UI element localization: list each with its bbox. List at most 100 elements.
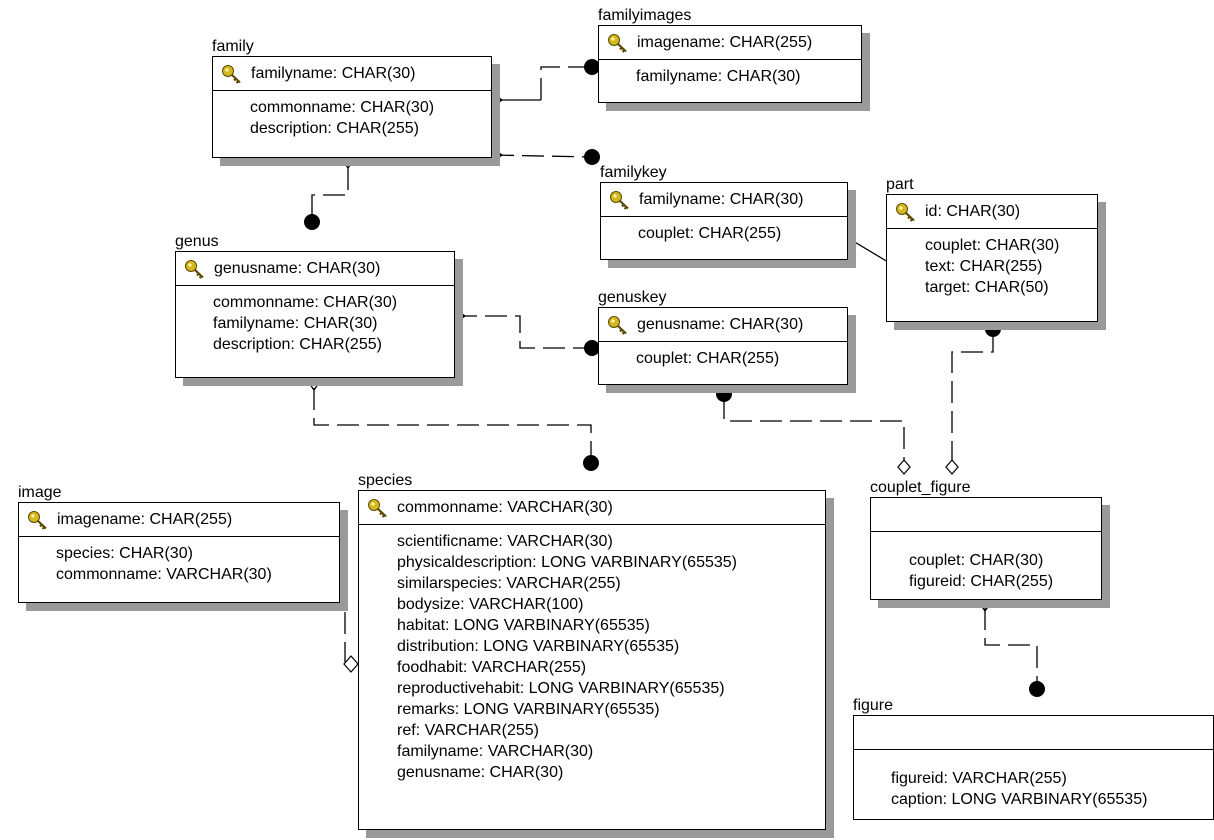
- crowfoot-genus-species: [306, 379, 322, 392]
- dot-species: [583, 455, 599, 471]
- attribute-list: couplet: CHAR(255): [599, 342, 847, 369]
- attribute-row: ref: VARCHAR(255): [397, 722, 539, 739]
- entity-box: genusname: CHAR(30) commonname: CHAR(30)…: [175, 251, 455, 378]
- primary-key-row: [854, 716, 1213, 750]
- crowfoot-genus-genuskey: [454, 308, 467, 324]
- rel-familykey-part: [847, 237, 889, 263]
- entity-title: family: [212, 38, 254, 55]
- attribute-list: couplet: CHAR(255): [601, 217, 847, 244]
- primary-key-row: familyname: CHAR(30): [601, 183, 847, 217]
- primary-key-row: imagename: CHAR(255): [599, 26, 861, 60]
- rel-genus-species: [313, 388, 592, 455]
- entity-title: figure: [853, 697, 894, 714]
- attribute-list: familyname: CHAR(30): [599, 60, 861, 87]
- attribute-row: commonname: VARCHAR(30): [56, 566, 272, 583]
- entity-title: genuskey: [598, 289, 667, 306]
- attribute-row: reproductivehabit: LONG VARBINARY(65535): [397, 680, 725, 697]
- primary-key-label: imagename: CHAR(255): [637, 34, 813, 51]
- primary-key-label: id: CHAR(30): [925, 203, 1021, 220]
- attribute-row: target: CHAR(50): [925, 279, 1049, 296]
- attribute-row: habitat: LONG VARBINARY(65535): [397, 617, 650, 634]
- attribute-row: bodysize: VARCHAR(100): [397, 596, 584, 613]
- rel-genuskey-couplet-figure: [723, 397, 905, 460]
- entity-box: id: CHAR(30) couplet: CHAR(30) text: CHA…: [886, 194, 1098, 322]
- entity-box: familyname: CHAR(30) couplet: CHAR(255): [600, 182, 848, 260]
- attribute-list: figureid: VARCHAR(255) caption: LONG VAR…: [854, 750, 1213, 810]
- crowfoot-family-familyimages: [491, 92, 541, 108]
- attribute-row: familyname: CHAR(30): [636, 68, 801, 85]
- attribute-row: physicaldescription: LONG VARBINARY(6553…: [397, 554, 737, 571]
- primary-key-row: id: CHAR(30): [887, 195, 1097, 229]
- attribute-row: familyname: VARCHAR(30): [397, 743, 594, 760]
- key-icon: [896, 203, 915, 222]
- entity-box: imagename: CHAR(255) species: CHAR(30) c…: [18, 502, 340, 603]
- entity-title: genus: [175, 233, 219, 250]
- key-icon: [610, 191, 629, 210]
- attribute-row: foodhabit: VARCHAR(255): [397, 659, 587, 676]
- attribute-row: genusname: CHAR(30): [397, 764, 564, 781]
- attribute-row: commonname: CHAR(30): [250, 99, 435, 116]
- primary-key-label: genusname: CHAR(30): [214, 260, 381, 277]
- entity-box: commonname: VARCHAR(30) scientificname: …: [358, 490, 826, 830]
- rel-family-familykey: [491, 154, 593, 158]
- primary-key-row: genusname: CHAR(30): [599, 308, 847, 342]
- attribute-row: couplet: CHAR(255): [638, 225, 782, 242]
- primary-key-row: [871, 498, 1101, 532]
- rel-family-familyimages: [540, 66, 592, 100]
- primary-key-label: familyname: CHAR(30): [251, 65, 416, 82]
- attribute-row: couplet: CHAR(255): [636, 350, 780, 367]
- attribute-row: figureid: VARCHAR(255): [891, 770, 1067, 787]
- crowfoot-family-genus: [340, 157, 356, 170]
- attribute-row: caption: LONG VARBINARY(65535): [891, 791, 1148, 808]
- attribute-row: similarspecies: VARCHAR(255): [397, 575, 621, 592]
- diamond-part-couplet-figure: [945, 459, 959, 475]
- attribute-row: text: CHAR(255): [925, 258, 1043, 275]
- crowfoot-family-familykey: [491, 147, 504, 163]
- primary-key-row: imagename: CHAR(255): [19, 503, 339, 537]
- attribute-list: couplet: CHAR(30) figureid: CHAR(255): [871, 532, 1101, 592]
- primary-key-label: genusname: CHAR(30): [637, 316, 804, 333]
- entity-title: species: [358, 472, 413, 489]
- primary-key-row: genusname: CHAR(30): [176, 252, 454, 286]
- entity-box: couplet: CHAR(30) figureid: CHAR(255): [870, 497, 1102, 600]
- key-icon: [608, 34, 627, 53]
- entity-box: genusname: CHAR(30) couplet: CHAR(255): [598, 307, 848, 385]
- entity-title: familykey: [600, 164, 667, 181]
- key-icon: [368, 499, 387, 518]
- attribute-row: scientificname: VARCHAR(30): [397, 533, 613, 550]
- crowfoot-couplet-figure-figure: [977, 600, 993, 613]
- attribute-list: commonname: CHAR(30) familyname: CHAR(30…: [176, 286, 454, 355]
- key-icon: [222, 65, 241, 84]
- entity-box: imagename: CHAR(255) familyname: CHAR(30…: [598, 25, 862, 103]
- entity-box: familyname: CHAR(30) commonname: CHAR(30…: [212, 56, 492, 158]
- attribute-row: couplet: CHAR(30): [925, 237, 1060, 254]
- attribute-list: species: CHAR(30) commonname: VARCHAR(30…: [19, 537, 339, 585]
- attribute-list: scientificname: VARCHAR(30) physicaldesc…: [359, 525, 825, 783]
- rel-part-couplet-figure: [951, 332, 994, 460]
- entity-title: part: [886, 176, 914, 193]
- entity-box: figureid: VARCHAR(255) caption: LONG VAR…: [853, 715, 1214, 820]
- rel-family-genus: [311, 168, 349, 215]
- attribute-list: commonname: CHAR(30) description: CHAR(2…: [213, 91, 491, 139]
- attribute-row: familyname: CHAR(30): [213, 315, 378, 332]
- attribute-row: description: CHAR(255): [250, 120, 419, 137]
- dot-genuskey: [584, 340, 600, 356]
- attribute-row: commonname: CHAR(30): [213, 294, 398, 311]
- attribute-row: figureid: CHAR(255): [909, 573, 1054, 590]
- primary-key-label: familyname: CHAR(30): [639, 191, 804, 208]
- rel-couplet-figure-figure: [984, 608, 1038, 685]
- entity-title: image: [18, 484, 62, 501]
- attribute-row: distribution: LONG VARBINARY(65535): [397, 638, 680, 655]
- rel-genus-genuskey: [455, 315, 592, 349]
- attribute-row: remarks: LONG VARBINARY(65535): [397, 701, 660, 718]
- diamond-genuskey-couplet-figure: [897, 459, 911, 475]
- diamond-species-image: [343, 655, 359, 673]
- dot-figure: [1029, 681, 1045, 697]
- primary-key-row: familyname: CHAR(30): [213, 57, 491, 91]
- dot-genus: [304, 214, 320, 230]
- dot-part-bottom: [985, 321, 1001, 337]
- attribute-list: couplet: CHAR(30) text: CHAR(255) target…: [887, 229, 1097, 298]
- attribute-row: description: CHAR(255): [213, 336, 382, 353]
- entity-title: couplet_figure: [870, 479, 971, 496]
